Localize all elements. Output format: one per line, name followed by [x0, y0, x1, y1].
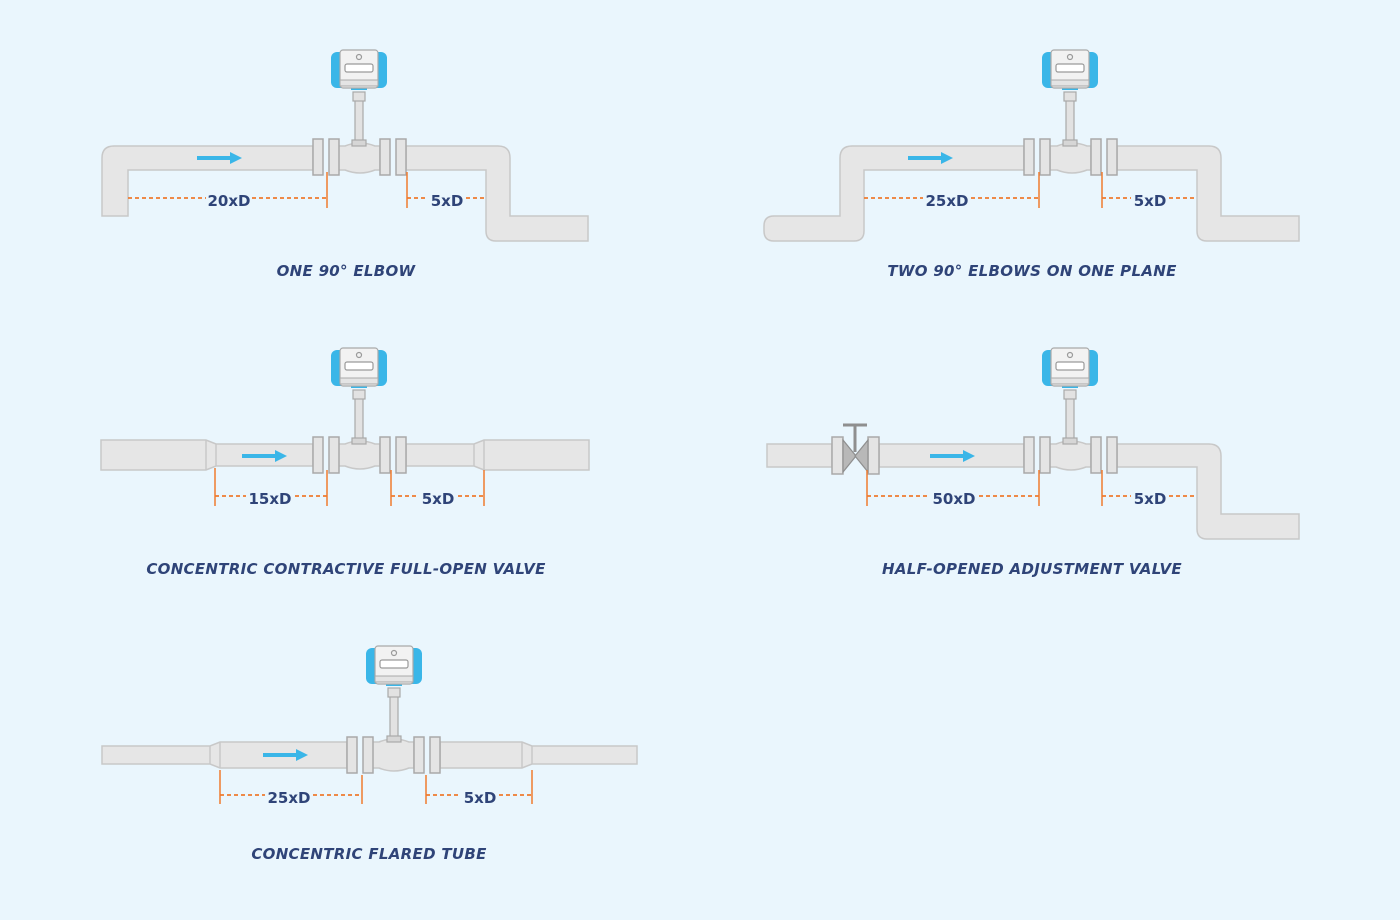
flange-pair-left	[1023, 138, 1051, 176]
panel-title: TWO 90° ELBOWS ON ONE PLANE	[887, 262, 1177, 280]
flow-meter-icon	[365, 645, 423, 743]
upstream-distance-label: 50xD	[932, 490, 975, 508]
downstream-distance-label: 5xD	[464, 789, 497, 807]
pipe-body	[337, 440, 381, 470]
pipe-body	[1049, 142, 1092, 174]
panel-one-elbow: 20xD 5xD ONE 90° ELBOW	[101, 49, 589, 280]
pipe-body	[766, 443, 833, 468]
panel-flared-tube: 25xD 5xD CONCENTRIC FLARED TUBE	[101, 645, 638, 863]
flange-pair-right	[1090, 436, 1118, 474]
upstream-distance-label: 25xD	[925, 192, 968, 210]
flange-pair-right	[413, 736, 441, 774]
pipe-body	[1116, 443, 1300, 540]
flow-arrow-icon	[197, 152, 242, 164]
pipe-body	[763, 145, 1025, 242]
flow-arrow-icon	[263, 749, 308, 761]
upstream-distance-label: 15xD	[248, 490, 291, 508]
flow-meter-icon	[330, 49, 388, 147]
flow-arrow-icon	[242, 450, 287, 462]
valve-icon	[831, 423, 880, 475]
flange-pair-right	[379, 436, 407, 474]
pipe-body	[1048, 440, 1092, 471]
panel-contractive-valve: 15xD 5xD CONCENTRIC CONTRACTIVE FULL-OPE…	[100, 347, 590, 578]
flange-pair-left	[312, 436, 340, 474]
flow-arrow-icon	[908, 152, 953, 164]
flange-pair-left	[346, 736, 374, 774]
flange-pair-left	[312, 138, 340, 176]
downstream-distance-label: 5xD	[422, 490, 455, 508]
pipe-body	[405, 439, 590, 471]
flange-pair-right	[379, 138, 407, 176]
pipe-body	[405, 145, 589, 242]
panel-title: CONCENTRIC FLARED TUBE	[251, 845, 487, 863]
panel-adjustment-valve: 50xD 5xD HALF-OPENED ADJUSTMENT VALVE	[766, 347, 1300, 578]
flow-arrow-icon	[930, 450, 975, 462]
pipe-body	[337, 142, 381, 174]
downstream-distance-label: 5xD	[1134, 490, 1167, 508]
panel-title: HALF-OPENED ADJUSTMENT VALVE	[882, 560, 1182, 578]
flange-pair-left	[1023, 436, 1051, 474]
flow-meter-icon	[330, 347, 388, 445]
upstream-distance-label: 25xD	[267, 789, 310, 807]
pipe-body	[101, 145, 314, 217]
downstream-distance-label: 5xD	[1134, 192, 1167, 210]
flow-meter-icon	[1041, 347, 1099, 445]
pipe-body	[371, 738, 415, 772]
panel-two-elbows: 25xD 5xD TWO 90° ELBOWS ON ONE PLANE	[763, 49, 1300, 280]
panel-title: ONE 90° ELBOW	[277, 262, 417, 280]
pipe-body	[439, 741, 638, 769]
pipe-body	[1116, 145, 1300, 242]
panel-title: CONCENTRIC CONTRACTIVE FULL-OPEN VALVE	[146, 560, 546, 578]
upstream-distance-label: 20xD	[207, 192, 250, 210]
flange-pair-right	[1090, 138, 1118, 176]
pipe-body	[101, 741, 348, 769]
flow-meter-icon	[1041, 49, 1099, 147]
downstream-distance-label: 5xD	[431, 192, 464, 210]
